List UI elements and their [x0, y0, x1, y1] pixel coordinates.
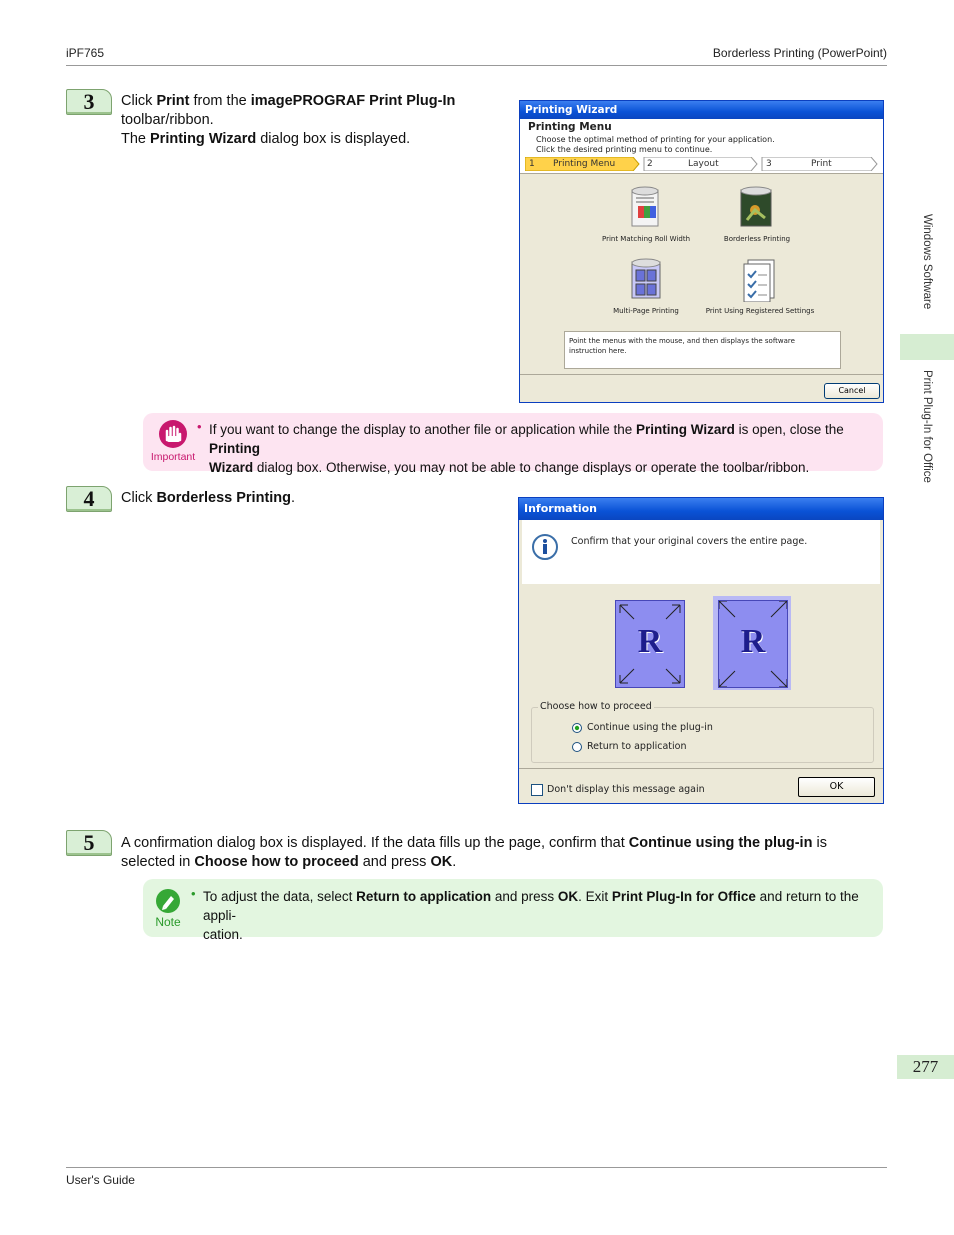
- step-5-badge: 5: [66, 830, 112, 856]
- borderless-page-illustration: R: [713, 596, 791, 690]
- radio-selected-icon: [572, 723, 582, 733]
- ok-button[interactable]: OK: [798, 777, 875, 797]
- bullet: •: [197, 419, 202, 434]
- wizard-step-3-label: Print: [811, 159, 832, 169]
- borderless-roll-icon: [740, 186, 772, 227]
- footer-separator: [519, 768, 883, 769]
- checkbox-label: Don't display this message again: [547, 784, 705, 795]
- option-print-using-registered-settings[interactable]: Print Using Registered Settings: [700, 258, 820, 318]
- step-4-badge: 4: [66, 486, 112, 512]
- roll-paper-icon: [631, 186, 659, 227]
- option-print-matching-roll-width[interactable]: Print Matching Roll Width: [596, 186, 696, 246]
- pencil-note-icon: [156, 889, 180, 913]
- step-4-text: Click Borderless Printing.: [121, 490, 296, 506]
- note-text: To adjust the data, select Return to app…: [203, 889, 859, 942]
- page-number: 277: [897, 1055, 954, 1079]
- borderless-page-inner: R: [718, 600, 788, 688]
- page-letter: R: [637, 623, 663, 660]
- page-with-border-illustration: R: [615, 600, 685, 688]
- option-label: Borderless Printing: [723, 235, 791, 243]
- step-3-text: Click Print from the imagePROGRAF Print …: [121, 93, 456, 147]
- side-tab-marker: [900, 334, 954, 360]
- wizard-steps-arrows: [525, 157, 878, 171]
- step-5-text: A confirmation dialog box is displayed. …: [121, 835, 827, 870]
- header-divider: [66, 65, 887, 66]
- dialog-title-bar: Printing Wizard: [520, 101, 883, 119]
- instruction-box: Point the menus with the mouse, and then…: [564, 331, 841, 369]
- option-multi-page-printing[interactable]: Multi-Page Printing: [596, 258, 696, 318]
- bullet: •: [191, 886, 196, 901]
- wizard-description-1: Choose the optimal method of printing fo…: [536, 135, 775, 144]
- important-text: If you want to change the display to ano…: [209, 422, 844, 475]
- radio-unselected-icon: [572, 742, 582, 752]
- printing-wizard-dialog: Printing Wizard Printing Menu Choose the…: [519, 100, 884, 403]
- cancel-button[interactable]: Cancel: [824, 383, 880, 399]
- header-product: iPF765: [66, 46, 105, 60]
- option-label: Print Using Registered Settings: [705, 307, 815, 315]
- wizard-step-3-num: 3: [766, 159, 772, 169]
- info-message: Confirm that your original covers the en…: [571, 536, 808, 547]
- wizard-header-panel: Printing Menu Choose the optimal method …: [520, 119, 883, 173]
- dialog-title-bar: Information: [519, 498, 883, 520]
- arrows-icon: [619, 604, 681, 684]
- wizard-step-2-label: Layout: [688, 159, 719, 169]
- radio-label: Return to application: [587, 741, 687, 752]
- hand-stop-icon: [159, 420, 187, 448]
- footer-guide-name: User's Guide: [66, 1173, 135, 1187]
- radio-label: Continue using the plug-in: [587, 722, 713, 733]
- checkbox-box: [531, 784, 543, 796]
- wizard-steps-bar: 1 Printing Menu 2 Layout 3 Print: [525, 157, 880, 171]
- option-label: Print Matching Roll Width: [601, 235, 691, 243]
- wizard-description-2: Click the desired printing menu to conti…: [536, 145, 713, 154]
- page-letter: R: [740, 623, 766, 660]
- footer-divider: [66, 1167, 887, 1168]
- option-borderless-printing[interactable]: Borderless Printing: [707, 186, 807, 246]
- important-label: Important: [150, 451, 196, 463]
- choose-how-to-proceed-group: Choose how to proceed Continue using the…: [531, 701, 874, 763]
- wizard-step-1-num: 1: [529, 159, 535, 169]
- step-3-badge: 3: [66, 89, 112, 115]
- multi-page-icon: [631, 258, 661, 299]
- note-label: Note: [155, 915, 181, 929]
- info-icon: [532, 534, 558, 560]
- instruction-text: Point the menus with the mouse, and then…: [569, 337, 795, 355]
- option-label: Multi-Page Printing: [613, 307, 679, 315]
- important-callout: Important • If you want to change the di…: [143, 413, 883, 475]
- group-label: Choose how to proceed: [538, 701, 654, 712]
- header-section-title: Borderless Printing (PowerPoint): [712, 46, 887, 60]
- wizard-step-2-num: 2: [647, 159, 653, 169]
- wizard-step-1-label: Printing Menu: [553, 159, 616, 169]
- wizard-heading: Printing Menu: [528, 121, 612, 133]
- wizard-separator: [520, 173, 883, 174]
- footer-separator: [520, 374, 883, 375]
- note-callout: Note • To adjust the data, select Return…: [143, 879, 883, 942]
- information-dialog: Information Confirm that your original c…: [518, 497, 884, 804]
- info-message-panel: Confirm that your original covers the en…: [522, 520, 880, 584]
- side-subsection-label: Print Plug-In for Office: [921, 370, 933, 483]
- checklist-icon: [743, 259, 775, 302]
- side-section-label: Windows Software: [921, 214, 933, 310]
- expand-arrows-icon: [719, 601, 787, 687]
